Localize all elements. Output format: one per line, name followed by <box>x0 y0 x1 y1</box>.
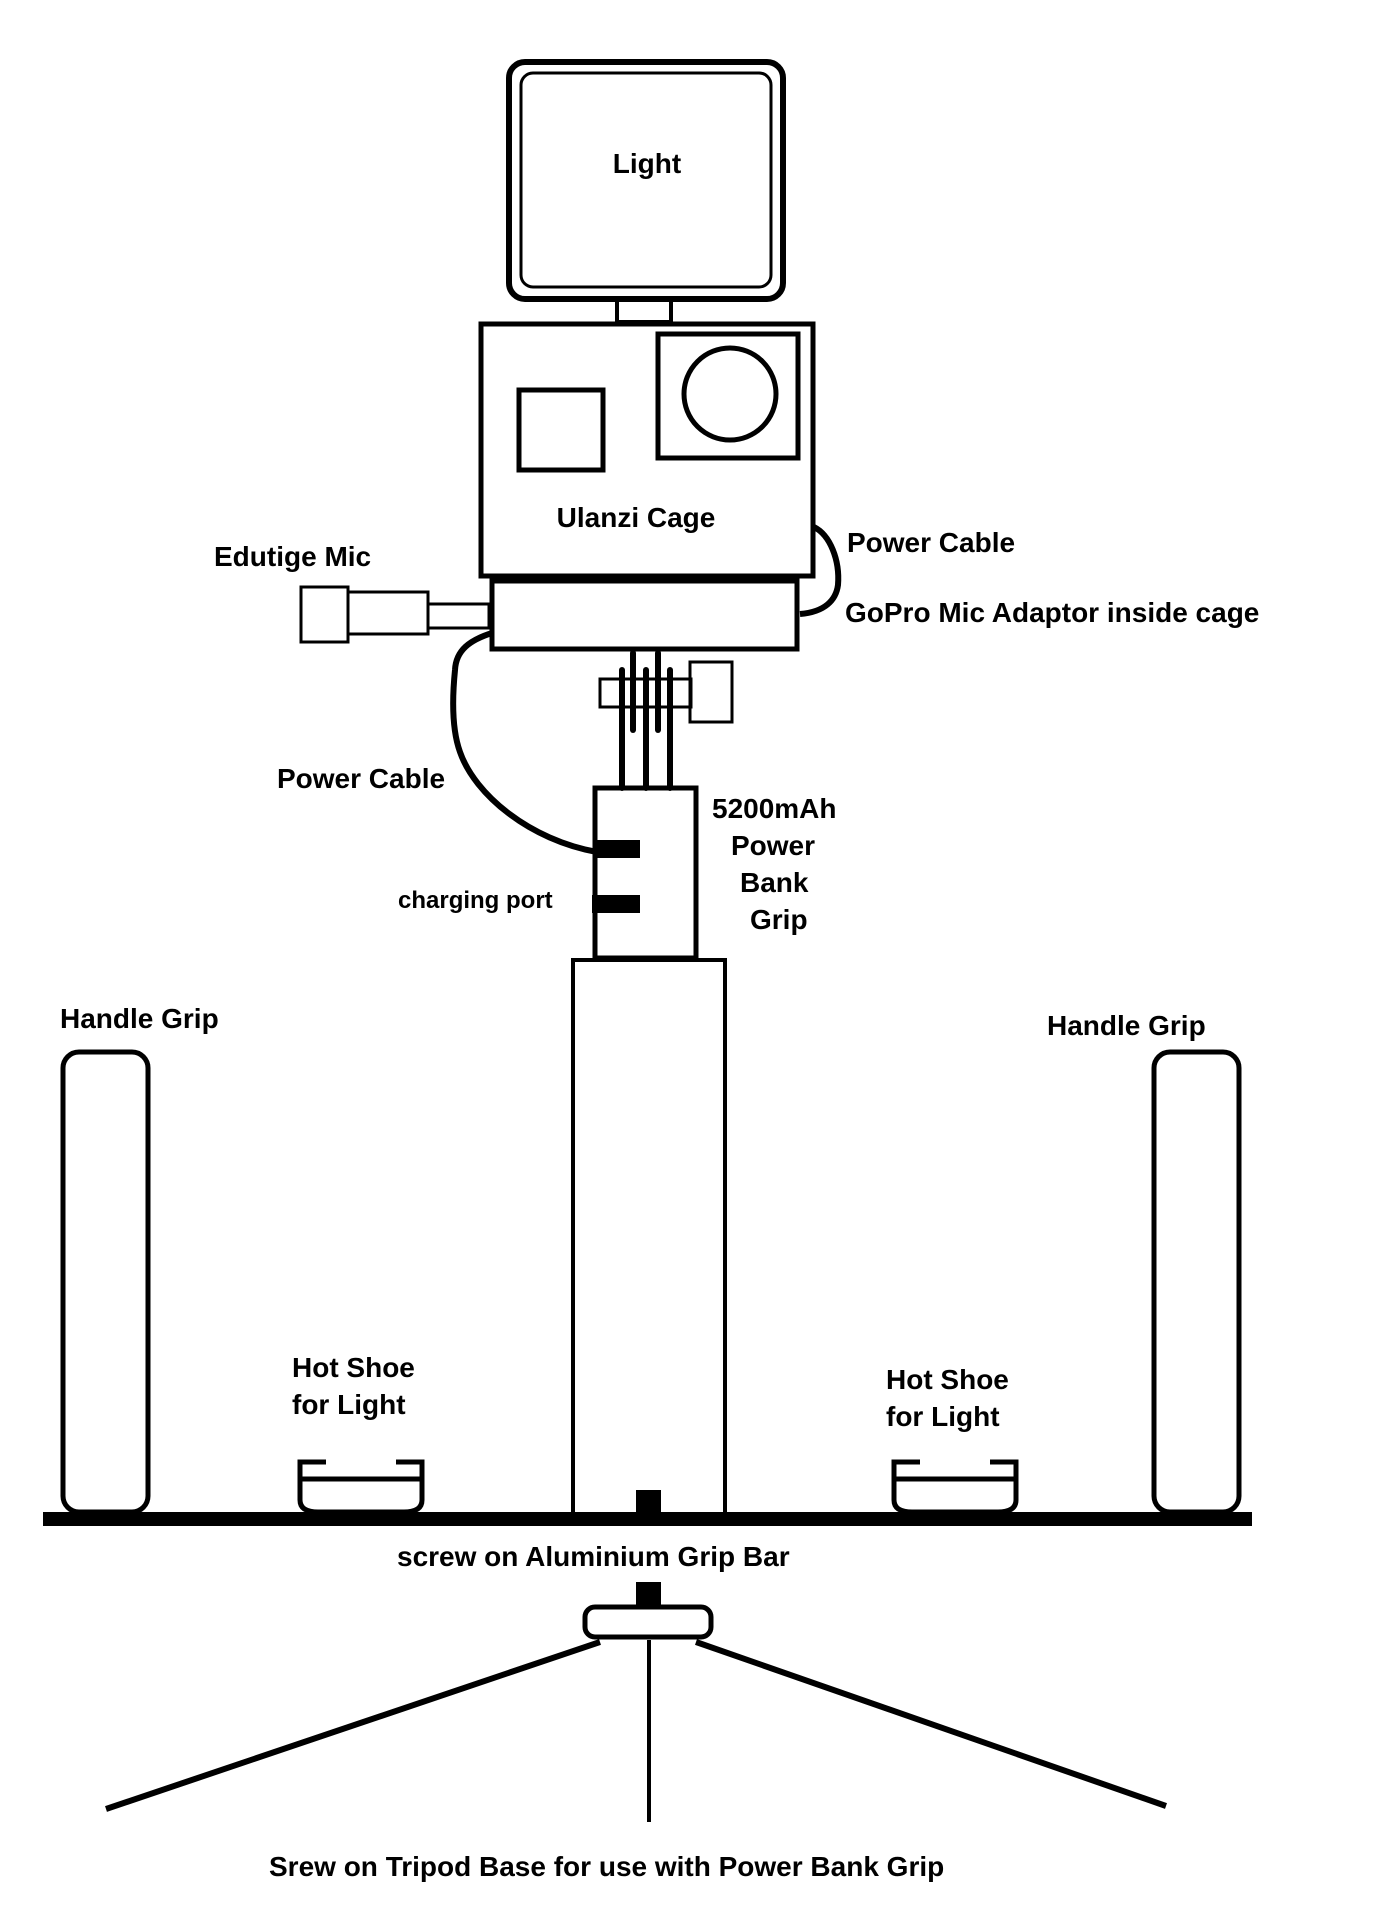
power-bank-label-2: Power <box>731 830 815 861</box>
tripod-screw <box>636 1582 661 1608</box>
clamp <box>598 650 734 791</box>
mic-label: Edutige Mic <box>214 541 371 572</box>
tripod-base: Srew on Tripod Base for use with Power B… <box>105 1582 1167 1882</box>
charging-port-label: charging port <box>398 887 553 914</box>
tripod-label: Srew on Tripod Base for use with Power B… <box>269 1851 944 1882</box>
light-label: Light <box>613 148 681 179</box>
handle-grip-left-label: Handle Grip <box>60 1003 219 1034</box>
power-cable-right-label: Power Cable <box>847 527 1015 558</box>
tripod-head <box>582 1604 714 1640</box>
power-cable-right <box>799 524 842 617</box>
cage-screen <box>516 387 606 473</box>
power-bank-grip: 5200mAh Power Bank Grip charging port <box>398 785 837 961</box>
mic-plug <box>426 602 491 630</box>
hot-shoe-left-label-1: Hot Shoe <box>292 1352 415 1383</box>
cage-body <box>478 321 816 579</box>
cage-label: Ulanzi Cage <box>557 502 716 533</box>
hot-shoe-right-shape <box>891 1459 1019 1515</box>
hot-shoe-right: Hot Shoe for Light <box>886 1364 1019 1515</box>
handle-grip-right-label: Handle Grip <box>1047 1010 1206 1041</box>
hot-shoe-left: Hot Shoe for Light <box>292 1352 425 1515</box>
ulanzi-cage: Ulanzi Cage <box>478 321 816 579</box>
power-port <box>596 840 640 858</box>
cage-lens <box>681 345 779 443</box>
power-bank-label-4: Grip <box>750 904 808 935</box>
mic-adaptor <box>489 578 800 652</box>
grip-bar-label: screw on Aluminium Grip Bar <box>397 1541 790 1572</box>
power-bank-label-3: Bank <box>740 867 809 898</box>
power-bank-label-1: 5200mAh <box>712 793 837 824</box>
charging-port <box>592 895 640 913</box>
power-cable-left <box>450 630 598 855</box>
tripod-leg-right <box>695 1639 1167 1809</box>
clamp-knob <box>688 660 734 724</box>
power-cable-left-label: Power Cable <box>277 763 445 794</box>
cage-lens-frame <box>655 331 801 461</box>
hot-shoe-left-label-2: for Light <box>292 1389 406 1420</box>
edutige-mic: Edutige Mic <box>214 541 491 644</box>
hot-shoe-left-shape <box>297 1459 425 1515</box>
bar-screw <box>636 1490 661 1514</box>
gopro-adaptor-label: GoPro Mic Adaptor inside cage <box>845 597 1259 628</box>
aluminium-grip-bar <box>43 1512 1252 1526</box>
hot-shoe-right-label-1: Hot Shoe <box>886 1364 1009 1395</box>
hot-shoe-right-label-2: for Light <box>886 1401 1000 1432</box>
tripod-leg-left <box>105 1639 601 1812</box>
light-inner <box>519 71 773 289</box>
